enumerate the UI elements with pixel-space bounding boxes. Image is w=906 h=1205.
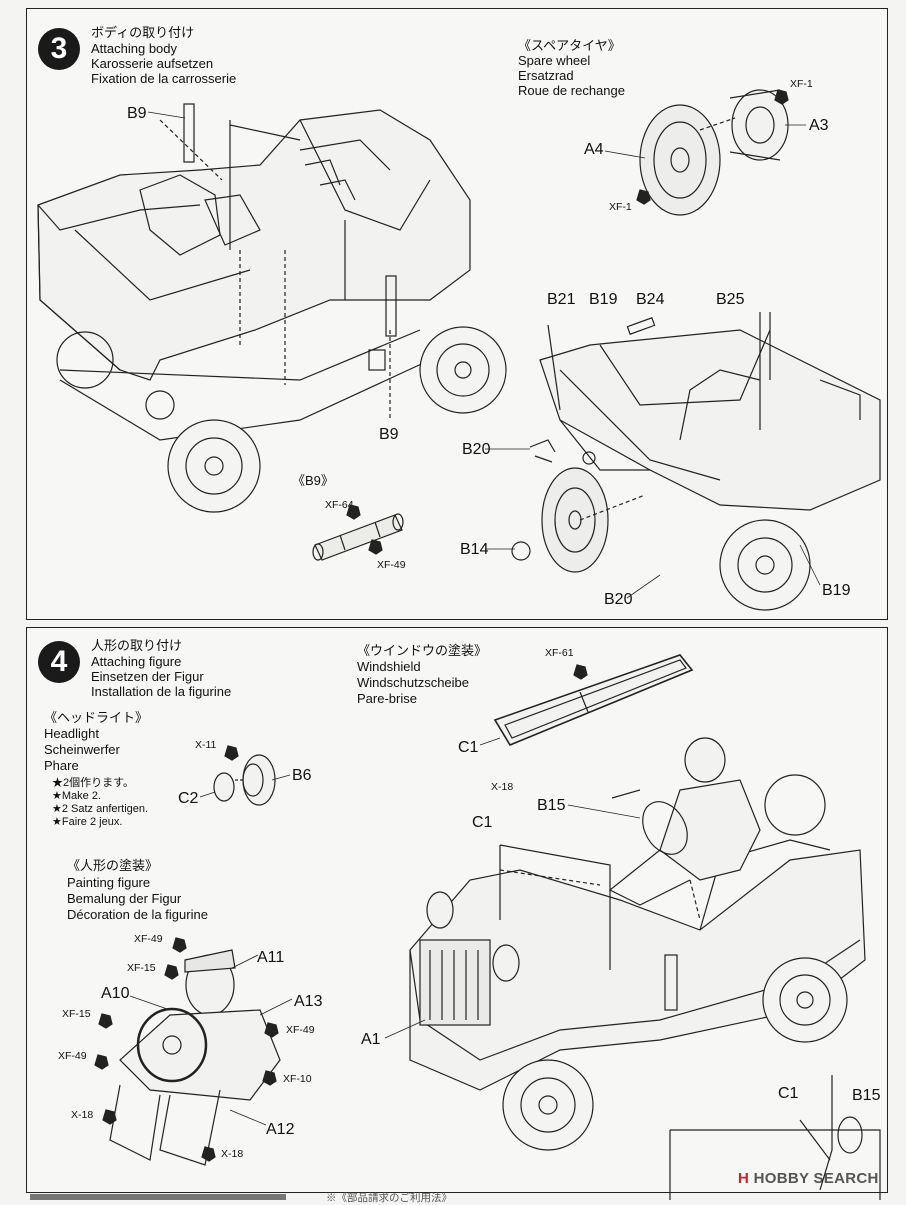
paint-code-xf15-b: XF-15	[62, 1008, 91, 1020]
step-4-number-badge: 4	[38, 641, 80, 683]
hobby-search-logo-mark: H	[738, 1170, 750, 1187]
paint-code-xf49-a: XF-49	[134, 933, 163, 945]
windshield-title-de: Windschutzscheibe	[357, 675, 469, 690]
step-4-title-en: Attaching figure	[91, 654, 182, 669]
part-label-b24: B24	[636, 291, 665, 308]
paint-code-x18-a: X-18	[71, 1109, 94, 1121]
headlight-title-en: Headlight	[44, 726, 99, 741]
painting-figure-title-de: Bemalung der Figur	[67, 891, 182, 906]
spare-wheel-title-en: Spare wheel	[518, 53, 591, 68]
b9-detail-drawing	[312, 504, 404, 561]
windshield-frame-drawing	[493, 654, 694, 747]
step-3-jeep-body-drawing	[37, 103, 471, 441]
part-label-b15-mid: B15	[537, 797, 566, 814]
step-3-title-de: Karosserie aufsetzen	[91, 56, 214, 71]
rear-body-drawing	[539, 312, 881, 611]
step-3-title-en: Attaching body	[91, 41, 178, 56]
step-3-title-fr: Fixation de la carrosserie	[91, 71, 237, 86]
painting-figure-title-fr: Décoration de la figurine	[67, 907, 208, 922]
part-label-b21: B21	[547, 291, 576, 308]
step-4-title-de: Einsetzen der Figur	[91, 669, 204, 684]
headlight-title-fr: Phare	[44, 758, 79, 773]
step-3-wheels	[56, 326, 507, 513]
part-label-a12: A12	[266, 1121, 295, 1138]
spare-wheel-drawing	[636, 89, 789, 216]
paint-code-xf61: XF-61	[545, 647, 574, 659]
paint-code-xf49: XF-49	[377, 559, 406, 571]
part-label-b9-top: B9	[127, 105, 147, 122]
paint-code-xf1-bottom: XF-1	[609, 201, 632, 213]
b14-wheel-drawing	[511, 439, 646, 573]
windshield-title-jp: 《ウインドウの塗装》	[357, 643, 488, 658]
windshield-title-fr: Pare-brise	[357, 691, 417, 706]
paint-code-xf64: XF-64	[325, 499, 354, 511]
footer-bar	[30, 1194, 286, 1200]
part-label-a13: A13	[294, 993, 323, 1010]
part-label-b14: B14	[460, 541, 489, 558]
b9-inset-title: 《B9》	[292, 473, 334, 488]
paint-code-xf49-c: XF-49	[58, 1050, 87, 1062]
make-note-de: ★2 Satz anfertigen.	[52, 803, 149, 815]
spare-wheel-title-de: Ersatzrad	[518, 68, 574, 83]
paint-code-xf15-a: XF-15	[127, 962, 156, 974]
make-note-jp: ★2個作ります。	[52, 777, 135, 789]
painting-figure-title-jp: 《人形の塗装》	[67, 858, 159, 873]
paint-code-x18-b: X-18	[221, 1148, 244, 1160]
step-3-title-jp: ボディの取り付け	[91, 25, 195, 40]
paint-code-xf1-top: XF-1	[790, 78, 813, 90]
headlight-drawing	[213, 745, 276, 806]
step-4-jeep-drawing	[409, 774, 866, 1151]
part-label-b6: B6	[292, 767, 312, 784]
seated-driver-figure-drawing	[608, 737, 761, 921]
b9-post-top	[183, 103, 195, 163]
watermark: H HOBBY SEARCH	[738, 1170, 879, 1187]
part-label-a1: A1	[361, 1031, 381, 1048]
paint-code-xf49-b: XF-49	[286, 1024, 315, 1036]
label-leader-lines	[129, 111, 821, 1126]
part-label-b15-bottom: B15	[852, 1087, 881, 1104]
part-label-a4: A4	[584, 141, 604, 158]
part-label-b25: B25	[716, 291, 745, 308]
paint-code-xf10: XF-10	[283, 1073, 312, 1085]
part-label-c1-bottom: C1	[778, 1085, 799, 1102]
part-label-b20-bottom: B20	[604, 591, 633, 608]
part-label-a10: A10	[101, 985, 130, 1002]
headlight-title-jp: 《ヘッドライト》	[44, 710, 149, 725]
part-label-b9-bottom: B9	[379, 426, 399, 443]
steering-wheel-detail-drawing	[669, 1075, 881, 1200]
part-label-c2: C2	[178, 790, 199, 807]
windshield-title-en: Windshield	[357, 659, 421, 674]
painting-figure-drawing	[94, 937, 281, 1166]
part-label-b20-left: B20	[462, 441, 491, 458]
watermark-brand-text: HOBBY SEARCH	[753, 1170, 879, 1187]
step-3-assembly-arrows	[159, 119, 391, 420]
step-4-title-jp: 人形の取り付け	[91, 638, 183, 653]
make-note-en: ★Make 2.	[52, 790, 101, 802]
spare-wheel-title-jp: 《スペアタイヤ》	[518, 38, 621, 53]
part-label-a3: A3	[809, 117, 829, 134]
part-label-c1-top: C1	[458, 739, 479, 756]
spare-wheel-title-fr: Roue de rechange	[518, 83, 625, 98]
painting-figure-title-en: Painting figure	[67, 875, 151, 890]
part-label-b19-top: B19	[589, 291, 618, 308]
step-4-title-fr: Installation de la figurine	[91, 684, 232, 699]
step-3-number-badge: 3	[38, 28, 80, 70]
part-label-b19-bottom: B19	[822, 582, 851, 599]
paint-code-x11: X-11	[195, 739, 217, 751]
paint-code-x18-top: X-18	[491, 781, 514, 793]
headlight-title-de: Scheinwerfer	[44, 742, 120, 757]
part-label-c1-mid: C1	[472, 814, 493, 831]
make-note-fr: ★Faire 2 jeux.	[52, 816, 123, 828]
part-label-a11: A11	[257, 949, 285, 966]
